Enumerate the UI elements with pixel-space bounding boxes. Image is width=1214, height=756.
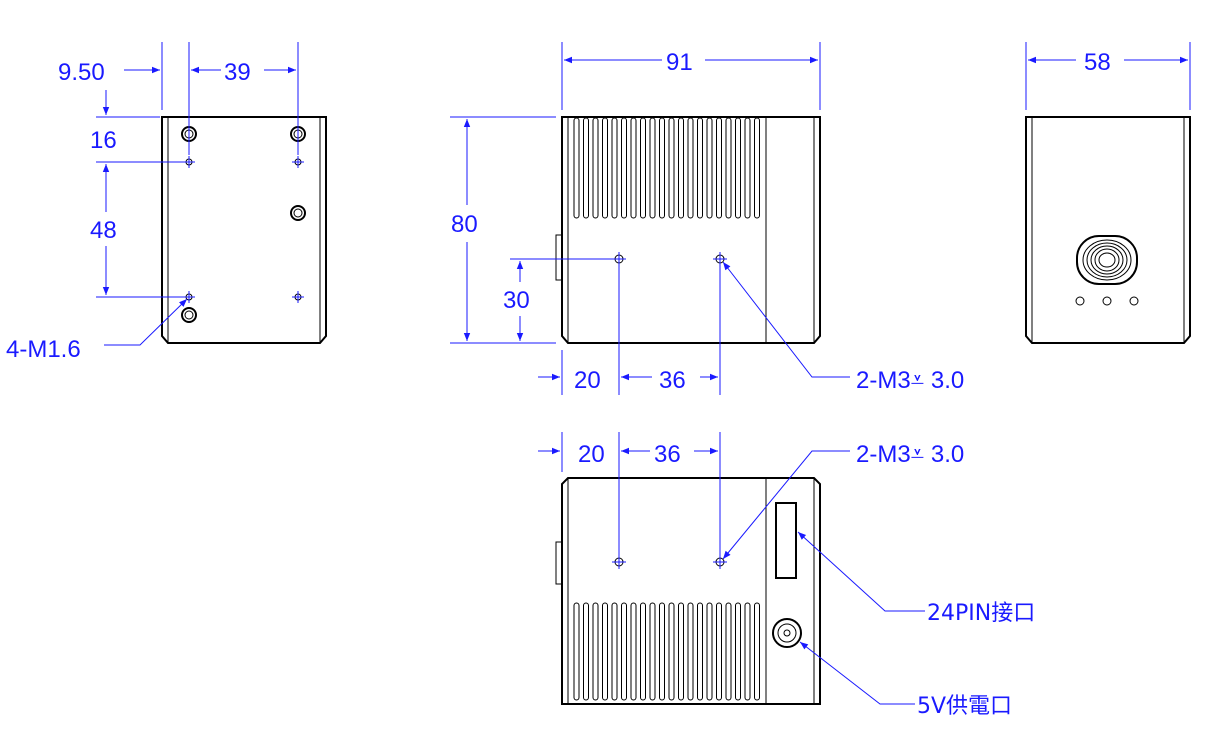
cooling-fin <box>735 117 741 219</box>
hole-callout-m3-front: 2-M3⩡ 3.0 <box>856 367 964 394</box>
tapped-hole <box>292 156 304 168</box>
tapped-hole <box>292 291 304 303</box>
cooling-fin <box>725 117 732 219</box>
cooling-fin <box>621 602 627 701</box>
cooling-fin <box>630 117 637 219</box>
cooling-fin <box>659 117 665 219</box>
hole-callout-m1-6: 4-M1.6 <box>6 336 81 363</box>
cooling-fin <box>744 117 751 219</box>
m3-hole <box>713 252 727 266</box>
24pin-connector <box>775 502 797 579</box>
cooling-fin <box>697 117 703 219</box>
cooling-fin <box>678 117 684 219</box>
cooling-fin <box>630 602 637 701</box>
tapped-hole <box>183 156 195 168</box>
cooling-fin <box>659 602 665 701</box>
indicator-led <box>1102 296 1112 306</box>
dim-30: 30 <box>503 287 530 314</box>
cooling-fin <box>716 117 722 219</box>
hole-callout-m3-bottom: 2-M3⩡ 3.0 <box>856 441 964 468</box>
lens <box>1076 235 1138 285</box>
dim-91: 91 <box>666 49 693 76</box>
left-side-view: 9.50 39 16 48 4-M1.6 <box>6 42 327 363</box>
indicator-led <box>1129 296 1139 306</box>
m3-hole <box>612 252 626 266</box>
cooling-fin <box>697 602 703 701</box>
cooling-fin <box>640 602 646 701</box>
dim-16: 16 <box>90 127 117 154</box>
callout-24pin: 24PIN接口 <box>927 601 1035 626</box>
dim-80: 80 <box>451 211 478 238</box>
cooling-fin <box>640 117 646 219</box>
cooling-fin <box>592 117 599 219</box>
dim-20: 20 <box>574 367 601 394</box>
cooling-fin <box>649 117 656 219</box>
dim-48: 48 <box>90 217 117 244</box>
dim-36: 36 <box>659 367 686 394</box>
cooling-fins <box>573 602 760 701</box>
cooling-fin <box>687 602 694 701</box>
m3-hole <box>713 555 727 569</box>
bottom-view: 20 36 2-M3⩡ 3.0 24PIN接口 5V供電口 <box>538 432 1035 719</box>
power-jack <box>772 618 802 648</box>
tapped-hole <box>183 291 195 303</box>
cooling-fin <box>602 602 608 701</box>
cooling-fin <box>706 117 713 219</box>
cooling-fin <box>611 117 618 219</box>
cooling-fin <box>687 117 694 219</box>
cooling-fin <box>725 602 732 701</box>
cooling-fin <box>678 602 684 701</box>
cooling-fin <box>621 117 627 219</box>
callout-5v-power: 5V供電口 <box>917 694 1012 719</box>
cooling-fin <box>583 117 589 219</box>
cooling-fin <box>706 602 713 701</box>
cooling-fin <box>573 117 580 219</box>
cooling-fins <box>573 117 760 219</box>
cooling-fin <box>744 602 751 701</box>
dim-58: 58 <box>1084 49 1111 76</box>
dim-36-bottom: 36 <box>654 441 681 468</box>
cooling-fin <box>754 117 760 219</box>
mount-hole <box>181 307 197 323</box>
cooling-fin <box>592 602 599 701</box>
m3-hole <box>612 555 626 569</box>
cooling-fin <box>754 602 760 701</box>
mount-hole <box>290 205 306 221</box>
dim-20-bottom: 20 <box>578 441 605 468</box>
cooling-fin <box>735 602 741 701</box>
front-view: 91 80 30 20 36 2-M3⩡ 3.0 <box>450 42 964 395</box>
cooling-fin <box>649 602 656 701</box>
cooling-fin <box>611 602 618 701</box>
dim-39: 39 <box>224 59 251 86</box>
cooling-fin <box>602 117 608 219</box>
right-view: 58 <box>1025 42 1191 344</box>
cooling-fin <box>573 602 580 701</box>
dim-9-50: 9.50 <box>58 59 105 86</box>
indicator-led <box>1075 296 1085 306</box>
cooling-fin <box>668 602 675 701</box>
cooling-fin <box>583 602 589 701</box>
cooling-fin <box>668 117 675 219</box>
cooling-fin <box>716 602 722 701</box>
